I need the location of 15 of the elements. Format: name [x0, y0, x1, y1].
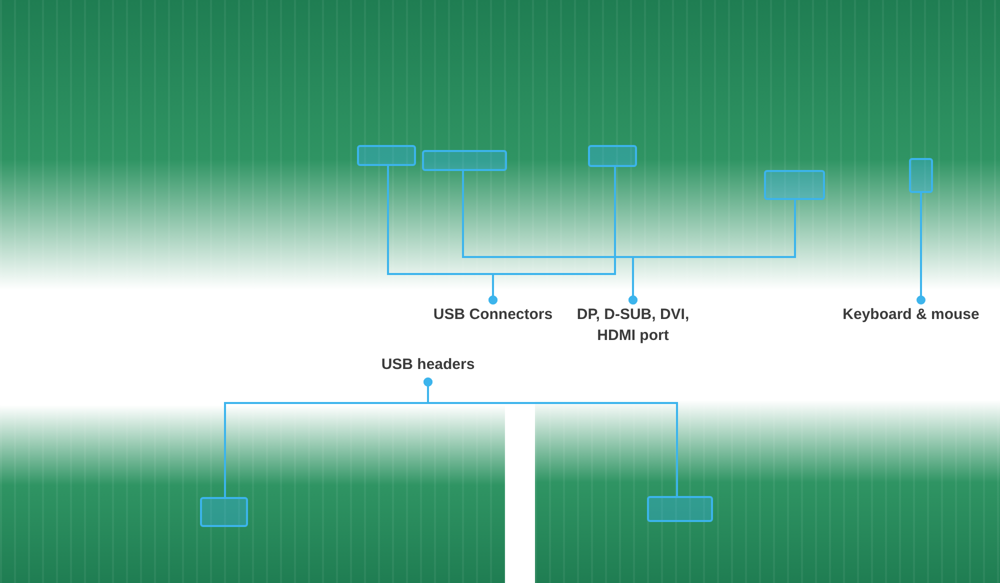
callout-label: USB Connectors — [428, 304, 558, 325]
callout-label: USB headers — [368, 354, 488, 375]
callout-label: DP, D-SUB, DVI, HDMI port — [573, 304, 693, 346]
highlight-box — [200, 497, 248, 527]
highlight-box — [764, 170, 825, 200]
highlight-box — [357, 145, 416, 166]
highlight-box — [422, 150, 507, 171]
leader-line — [424, 378, 678, 496]
highlight-box — [909, 158, 933, 193]
leader-line — [488, 167, 616, 304]
highlight-box — [647, 496, 713, 522]
highlight-box — [588, 145, 637, 167]
leader-line — [916, 193, 926, 304]
leader-line — [628, 200, 796, 304]
callout-label: Keyboard & mouse — [836, 304, 986, 325]
